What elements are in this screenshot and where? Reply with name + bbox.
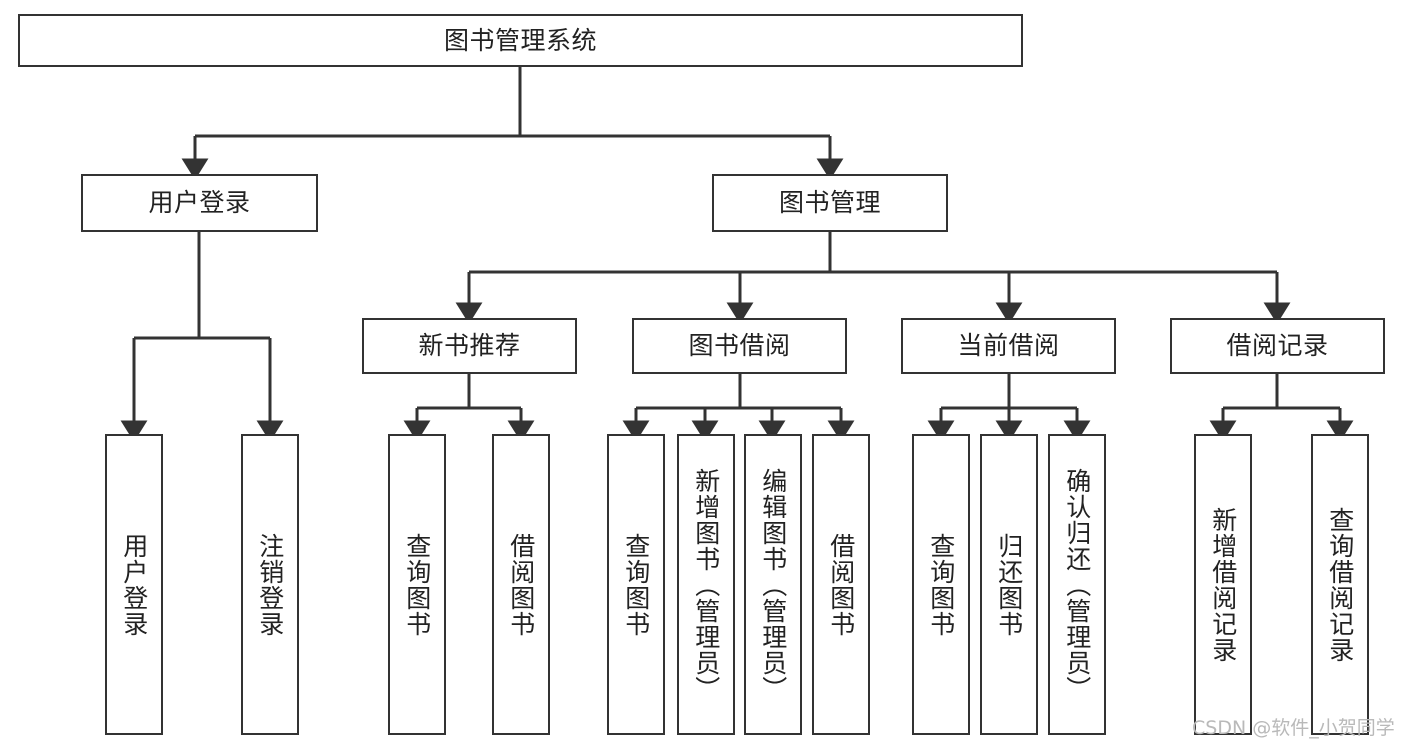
node-leaf-borrow-book-2[interactable]: 借阅图书 (812, 434, 870, 735)
node-leaf-add-record-label: 新增借阅记录 (1208, 506, 1238, 663)
node-leaf-return-book-label: 归还图书 (994, 532, 1024, 637)
node-leaf-user-login-label: 用户登录 (119, 532, 149, 637)
node-leaf-borrow-book-1-label: 借阅图书 (506, 532, 536, 637)
node-leaf-query-book-2-label: 查询图书 (621, 532, 651, 637)
node-leaf-add-book[interactable]: 新增图书（管理员） (677, 434, 735, 735)
node-borrow-record-label: 借阅记录 (1226, 331, 1329, 361)
node-leaf-edit-book[interactable]: 编辑图书（管理员） (744, 434, 802, 735)
node-book-borrow-label: 图书借阅 (688, 331, 791, 361)
node-leaf-borrow-book-1[interactable]: 借阅图书 (492, 434, 550, 735)
node-borrow-record[interactable]: 借阅记录 (1170, 318, 1385, 374)
node-root-label: 图书管理系统 (443, 25, 597, 55)
node-leaf-edit-book-label: 编辑图书（管理员） (758, 467, 788, 702)
node-leaf-return-book[interactable]: 归还图书 (980, 434, 1038, 735)
node-leaf-borrow-book-2-label: 借阅图书 (826, 532, 856, 637)
csdn-watermark: CSDN @软件_小贺同学 (1192, 717, 1395, 739)
node-leaf-confirm-return[interactable]: 确认归还（管理员） (1048, 434, 1106, 735)
node-leaf-add-book-label: 新增图书（管理员） (691, 467, 721, 702)
node-leaf-logout-label: 注销登录 (255, 532, 285, 637)
node-user-login[interactable]: 用户登录 (81, 174, 318, 232)
node-leaf-confirm-return-label: 确认归还（管理员） (1062, 467, 1092, 702)
node-current-borrow-label: 当前借阅 (957, 331, 1060, 361)
node-new-book-rec-label: 新书推荐 (418, 331, 521, 361)
node-leaf-query-record-label: 查询借阅记录 (1325, 506, 1355, 663)
node-book-borrow[interactable]: 图书借阅 (632, 318, 847, 374)
node-root[interactable]: 图书管理系统 (18, 14, 1023, 67)
node-current-borrow[interactable]: 当前借阅 (901, 318, 1116, 374)
node-leaf-query-book-3-label: 查询图书 (926, 532, 956, 637)
node-leaf-logout[interactable]: 注销登录 (241, 434, 299, 735)
node-leaf-user-login[interactable]: 用户登录 (105, 434, 163, 735)
node-leaf-query-book-2[interactable]: 查询图书 (607, 434, 665, 735)
node-leaf-query-record[interactable]: 查询借阅记录 (1311, 434, 1369, 735)
node-leaf-query-book-1[interactable]: 查询图书 (388, 434, 446, 735)
node-new-book-rec[interactable]: 新书推荐 (362, 318, 577, 374)
node-leaf-add-record[interactable]: 新增借阅记录 (1194, 434, 1252, 735)
node-book-manage[interactable]: 图书管理 (712, 174, 948, 232)
node-leaf-query-book-3[interactable]: 查询图书 (912, 434, 970, 735)
node-book-manage-label: 图书管理 (778, 188, 881, 218)
node-leaf-query-book-1-label: 查询图书 (402, 532, 432, 637)
node-user-login-label: 用户登录 (148, 188, 251, 218)
